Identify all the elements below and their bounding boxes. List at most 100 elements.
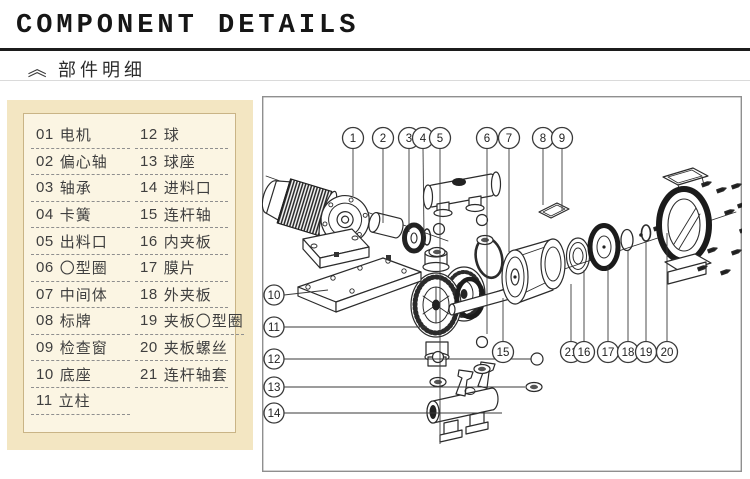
part-item: 08 标牌 xyxy=(31,308,130,335)
part-name: 外夹板 xyxy=(163,286,212,304)
balloon-label-10: 10 xyxy=(268,290,281,302)
part-number: 03 xyxy=(36,179,54,197)
part-number: 17 xyxy=(140,259,158,277)
parts-list-row: 08 标牌 19 夹板〇型圈 xyxy=(31,308,244,335)
balloon-label-2: 2 xyxy=(380,133,386,145)
part-name: 出料口 xyxy=(59,233,108,251)
balloon-label-8: 8 xyxy=(540,133,546,145)
outer-clamp-illustration xyxy=(620,228,634,252)
part-number: 19 xyxy=(140,312,158,330)
balloon-16 xyxy=(572,340,596,364)
inlet-manifold-illustration xyxy=(426,361,499,443)
balls-and-seats-illustration xyxy=(428,213,544,393)
page-title: COMPONENT DETAILS xyxy=(16,11,360,41)
part-name: 球座 xyxy=(163,153,196,171)
part-number: 21 xyxy=(140,365,158,383)
part-number: 14 xyxy=(140,179,158,197)
balloon-9 xyxy=(550,126,574,150)
part-name: 检查窗 xyxy=(59,340,108,358)
balloon-1 xyxy=(341,126,365,150)
balloon-label-18: 18 xyxy=(622,347,635,359)
part-name: 夹板〇型圈 xyxy=(163,313,244,331)
balloon-label-5: 5 xyxy=(437,133,443,145)
part-number: 13 xyxy=(140,152,158,170)
part-name: 〇型圈 xyxy=(59,260,108,278)
diaphragm-illustration xyxy=(587,223,621,271)
part-item-empty xyxy=(135,388,228,415)
balloon-label-20: 20 xyxy=(661,347,674,359)
page-subtitle: 《 部件明细 xyxy=(25,55,146,82)
bearing-illustration xyxy=(402,222,426,254)
part-item: 14 进料口 xyxy=(135,175,228,202)
part-number: 18 xyxy=(140,285,158,303)
part-item: 19 夹板〇型圈 xyxy=(135,308,244,335)
part-number: 01 xyxy=(36,126,54,144)
balloon-6 xyxy=(475,126,499,150)
part-name: 连杆轴 xyxy=(163,207,212,225)
part-name: 进料口 xyxy=(163,180,212,198)
clamp-o-ring-illustration xyxy=(640,224,652,242)
leader-line-10 xyxy=(283,289,329,296)
part-number: 02 xyxy=(36,152,54,170)
part-number: 08 xyxy=(36,312,54,330)
balloon-label-11: 11 xyxy=(268,322,280,334)
part-name: 立柱 xyxy=(58,393,91,411)
part-name: 膜片 xyxy=(163,260,196,278)
part-name: 标牌 xyxy=(59,313,92,331)
balloon-label-13: 13 xyxy=(268,382,281,394)
balloon-label-12: 12 xyxy=(268,354,281,366)
part-number: 05 xyxy=(36,232,54,250)
balloon-20 xyxy=(655,340,679,364)
part-item: 15 连杆轴 xyxy=(135,202,228,229)
part-number: 10 xyxy=(36,365,54,383)
part-item: 18 外夹板 xyxy=(135,282,228,309)
parts-list-row: 02 偏心轴 13 球座 xyxy=(31,149,228,176)
center-body-illustration xyxy=(410,248,486,367)
part-number: 06 xyxy=(36,259,54,277)
chevron-marker-icon: 《 xyxy=(25,58,47,79)
part-name: 偏心轴 xyxy=(59,153,108,171)
balloon-label-15: 15 xyxy=(497,347,510,359)
eccentric-shaft-illustration xyxy=(368,211,404,239)
part-name: 电机 xyxy=(59,127,92,145)
part-number: 15 xyxy=(140,206,158,224)
pump-housing-illustration xyxy=(656,167,712,285)
circlip-illustration xyxy=(422,228,432,246)
balloon-label-17: 17 xyxy=(602,347,615,359)
part-number: 09 xyxy=(36,339,54,357)
part-item: 02 偏心轴 xyxy=(31,149,130,176)
balloon-label-9: 9 xyxy=(559,133,565,145)
title-divider xyxy=(0,48,750,51)
outlet-manifold-illustration xyxy=(422,171,502,218)
balloon-2 xyxy=(371,126,395,150)
balloon-label-7: 7 xyxy=(506,133,512,145)
balloon-label-6: 6 xyxy=(484,133,490,145)
part-item: 09 检查窗 xyxy=(31,335,130,362)
subtitle-divider xyxy=(0,80,750,81)
connecting-rod-illustration xyxy=(448,285,518,316)
part-name: 球 xyxy=(163,127,180,145)
part-name: 连杆轴套 xyxy=(163,366,228,384)
part-number: 04 xyxy=(36,206,54,224)
balloon-5 xyxy=(428,126,452,150)
balloon-12 xyxy=(263,348,285,370)
part-item: 13 球座 xyxy=(135,149,228,176)
part-name: 夹板螺丝 xyxy=(163,340,228,358)
